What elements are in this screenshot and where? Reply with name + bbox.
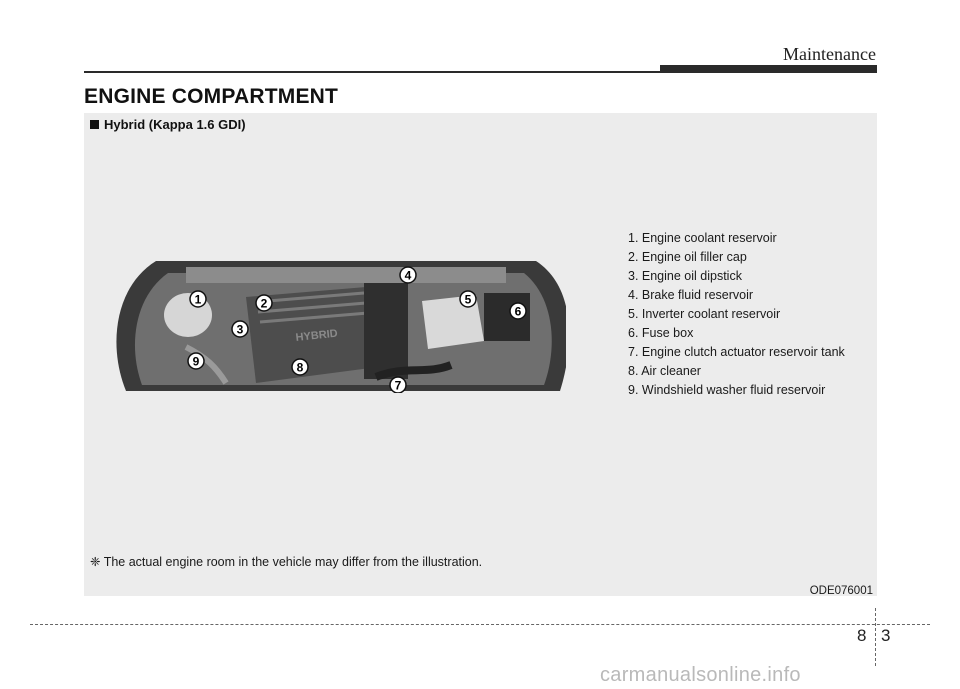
callout-9: 9: [187, 352, 205, 370]
header-rule-thick: [660, 65, 877, 73]
illustration-note: ❈ The actual engine room in the vehicle …: [90, 555, 483, 569]
engine-cover-text: HYBRID: [295, 328, 338, 344]
callout-5: 5: [459, 290, 477, 308]
svg-text:7: 7: [395, 379, 402, 393]
legend-item: 8. Air cleaner: [628, 364, 701, 378]
legend-item: 6. Fuse box: [628, 326, 694, 340]
svg-text:4: 4: [405, 269, 412, 283]
figure-subtitle: Hybrid (Kappa 1.6 GDI): [90, 117, 246, 132]
bullet-square: [90, 120, 99, 129]
legend-item: 2. Engine oil filler cap: [628, 250, 747, 264]
legend-item: 7. Engine clutch actuator reservoir tank: [628, 345, 845, 359]
figure-subtitle-text: Hybrid (Kappa 1.6 GDI): [104, 117, 246, 132]
svg-text:3: 3: [237, 323, 244, 337]
footer-dashed-rule: [30, 624, 930, 625]
page-number: 3: [881, 626, 891, 645]
figure-code: ODE076001: [809, 585, 873, 597]
callout-1: 1: [189, 290, 207, 308]
svg-text:8: 8: [297, 361, 304, 375]
air-cleaner-shape: [364, 283, 408, 379]
component-legend: 1. Engine coolant reservoir 2. Engine oi…: [628, 229, 845, 400]
header-rule-thin: [84, 71, 664, 73]
svg-text:2: 2: [261, 297, 268, 311]
callout-4: 4: [399, 266, 417, 284]
engine-compartment-illustration: HYBRID 1 2 3 4 5 6 7 8 9: [116, 261, 566, 393]
svg-text:6: 6: [515, 305, 522, 319]
watermark-text: carmanualsonline.info: [600, 664, 801, 686]
legend-item: 4. Brake fluid reservoir: [628, 288, 754, 302]
chapter-number: 8: [857, 626, 867, 645]
callout-2: 2: [255, 294, 273, 312]
footer-page-separator: [875, 608, 876, 666]
header-title: Maintenance: [783, 44, 876, 64]
svg-text:1: 1: [195, 293, 202, 307]
section-title: ENGINE COMPARTMENT: [84, 85, 339, 108]
legend-item: 3. Engine oil dipstick: [628, 269, 742, 283]
svg-text:5: 5: [465, 293, 472, 307]
legend-item: 5. Inverter coolant reservoir: [628, 307, 781, 321]
svg-text:9: 9: [193, 355, 200, 369]
inverter-reservoir-shape: [422, 295, 484, 349]
legend-item: 9. Windshield washer fluid reservoir: [628, 383, 826, 397]
firewall: [186, 267, 506, 283]
callout-8: 8: [291, 358, 309, 376]
callout-3: 3: [231, 320, 249, 338]
callout-7: 7: [389, 376, 407, 393]
legend-item: 1. Engine coolant reservoir: [628, 231, 777, 245]
figure-panel: Hybrid (Kappa 1.6 GDI) HYBRID 1 2 3 4 5 …: [84, 113, 877, 597]
callout-6: 6: [509, 302, 527, 320]
